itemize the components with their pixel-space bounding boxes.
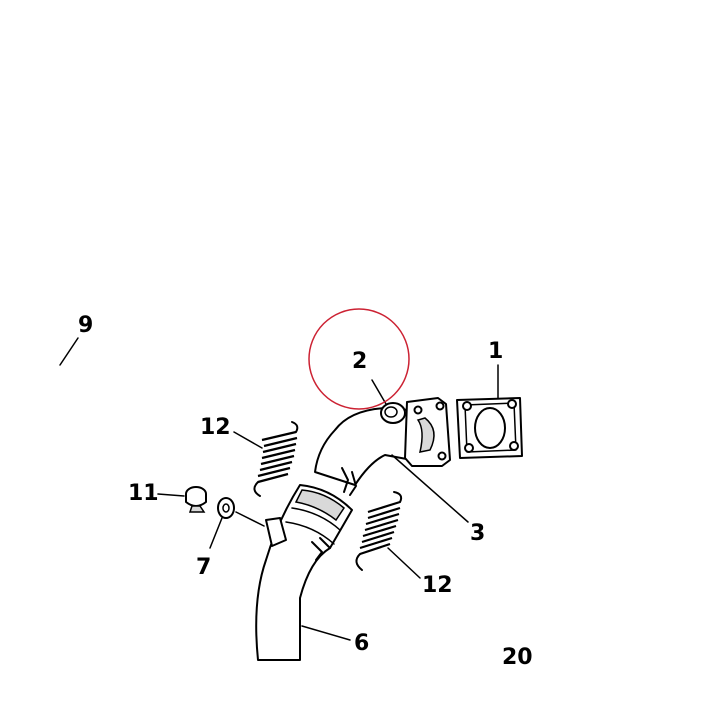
leader-9 [59,337,79,366]
leader-12-upper [233,431,263,449]
callout-20[interactable]: 20 [502,645,533,670]
highlight-circle [308,308,410,410]
spring-part-12-upper[interactable] [253,421,299,497]
callout-11[interactable]: 11 [128,481,159,506]
callout-9[interactable]: 9 [78,313,93,338]
bolt-part-11[interactable] [185,486,207,513]
spring-part-12-lower[interactable] [355,491,403,571]
callout-2[interactable]: 2 [352,349,367,374]
leader-6 [301,625,351,641]
callout-6[interactable]: 6 [354,631,369,656]
callout-12-upper[interactable]: 12 [200,415,231,440]
leader-2 [371,379,387,405]
callout-12-lower[interactable]: 12 [422,573,453,598]
flange-gasket-part-1[interactable] [456,397,523,459]
leader-12-lower [387,547,421,579]
elbow-pipe-part-3[interactable] [314,397,451,496]
callout-1[interactable]: 1 [488,339,503,364]
lower-pipe-part-6[interactable] [255,484,353,661]
leader-11 [157,493,185,497]
callout-7[interactable]: 7 [196,555,211,580]
washer-part-7[interactable] [217,497,235,519]
nut-part-2[interactable] [380,402,406,424]
leader-3 [391,454,469,523]
leader-7 [209,517,223,549]
bolt-axis [235,511,265,527]
callout-3[interactable]: 3 [470,521,485,546]
